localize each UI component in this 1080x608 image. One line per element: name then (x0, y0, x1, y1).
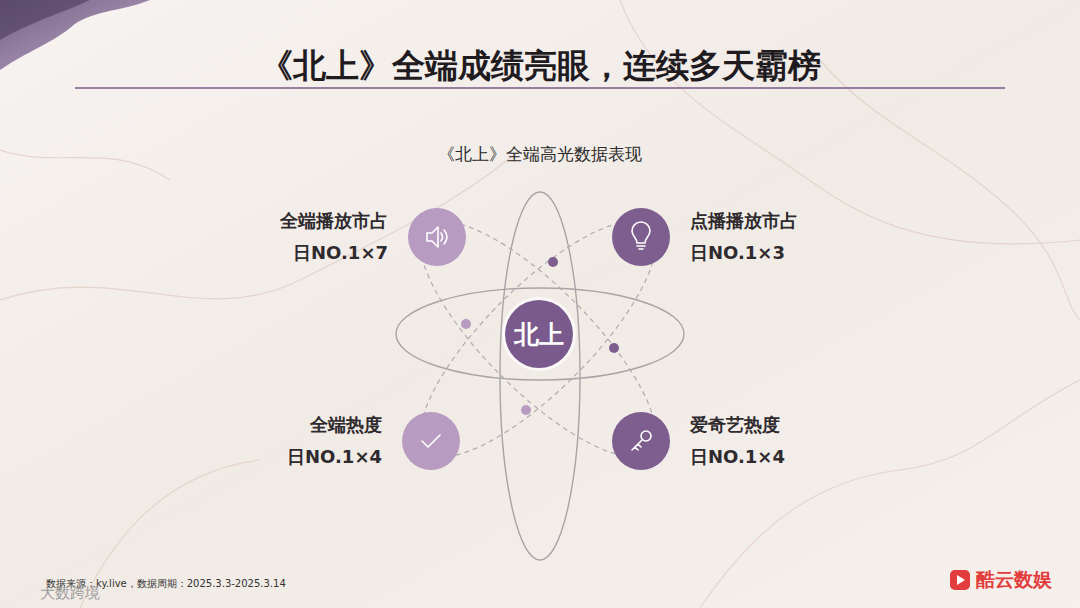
text-column: 点播播放市占日NO.1×3 (690, 210, 798, 264)
purple-corner (0, 0, 150, 70)
stat-label: 北上 (514, 318, 564, 351)
circle-shape (408, 208, 466, 266)
check-icon (422, 435, 440, 447)
icon-circle (612, 412, 670, 470)
brand-logo: 酷云数娱 (976, 567, 1052, 593)
slide-title: 《北上》全端成绩亮眼，连续多天霸榜 (0, 44, 1080, 89)
text-column: 爱奇艺热度日NO.1×4 (690, 414, 785, 468)
stat-value: 日NO.1×3 (690, 242, 785, 264)
circle-shape (612, 412, 670, 470)
center-node: 北上 (505, 300, 573, 368)
bulb-icon (632, 222, 650, 249)
text-column: 全端播放市占日NO.1×7 (280, 210, 388, 264)
speaker-icon (427, 227, 447, 247)
purple-corner-dark (0, 0, 90, 40)
stat-node: 点播播放市占日NO.1×3 (612, 208, 798, 266)
stat-label: 全端播放市占 (280, 210, 388, 232)
logo-icon (950, 570, 970, 590)
atom-orbits (390, 191, 687, 560)
title-rule (75, 87, 1005, 89)
stat-value: 日NO.1×7 (293, 242, 388, 264)
stat-value: 日NO.1×4 (287, 446, 382, 468)
stat-label: 爱奇艺热度 (690, 414, 780, 436)
stat-label: 点播播放市占 (690, 210, 798, 232)
icon-circle (408, 208, 466, 266)
watermark: 大数跨境 (40, 584, 100, 603)
text-column: 全端热度日NO.1×4 (287, 414, 382, 468)
stat-value: 日NO.1×4 (690, 446, 785, 468)
circle-shape (612, 208, 670, 266)
stat-node: 全端热度日NO.1×4 (287, 412, 460, 470)
icon-circle (612, 208, 670, 266)
stat-node: 爱奇艺热度日NO.1×4 (612, 412, 785, 470)
chart-subtitle: 《北上》全端高光数据表现 (438, 143, 642, 166)
circle-shape (402, 412, 460, 470)
stat-node: 全端播放市占日NO.1×7 (280, 208, 466, 266)
stat-label: 全端热度 (310, 414, 382, 436)
icon-circle (402, 412, 460, 470)
key-icon (632, 431, 651, 450)
